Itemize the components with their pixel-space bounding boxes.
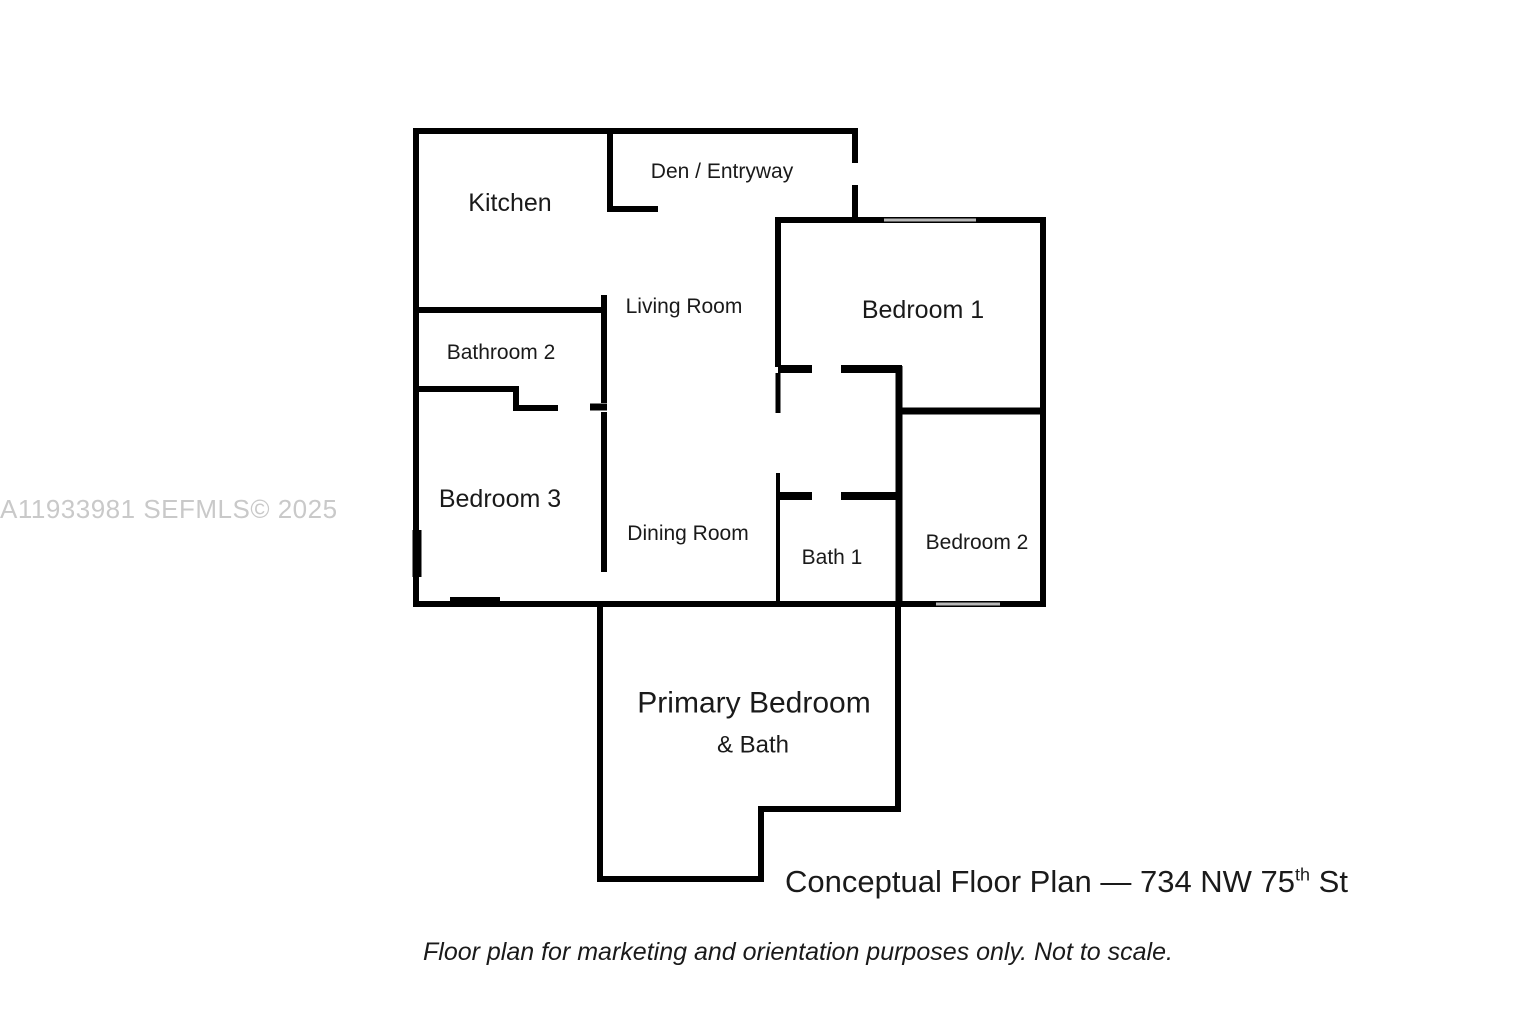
mls-watermark: A11933981 SEFMLS© 2025 — [0, 494, 338, 524]
plan-title-superscript: th — [1295, 864, 1311, 885]
room-label-dining-room: Dining Room — [627, 522, 749, 546]
plan-disclaimer: Floor plan for marketing and orientation… — [423, 938, 1173, 966]
room-label-kitchen: Kitchen — [468, 188, 552, 217]
room-label-bedroom-3: Bedroom 3 — [438, 484, 562, 513]
room-label-primary-bedroom-sub: & Bath — [716, 731, 790, 759]
plan-title: Conceptual Floor Plan — 734 NW 75th St — [785, 864, 1348, 900]
room-label-bedroom-1: Bedroom 1 — [861, 295, 985, 324]
room-label-den-entryway: Den / Entryway — [650, 160, 794, 184]
room-label-bathroom-2: Bathroom 2 — [446, 341, 556, 365]
plan-title-prefix: Conceptual Floor Plan — 734 NW 75 — [785, 864, 1296, 899]
room-label-living-room: Living Room — [625, 295, 743, 319]
room-label-bath-1: Bath 1 — [801, 546, 863, 570]
room-label-primary-bedroom: Primary Bedroom — [637, 686, 871, 720]
room-label-bedroom-2: Bedroom 2 — [925, 531, 1029, 555]
plan-title-suffix: St — [1310, 864, 1348, 899]
